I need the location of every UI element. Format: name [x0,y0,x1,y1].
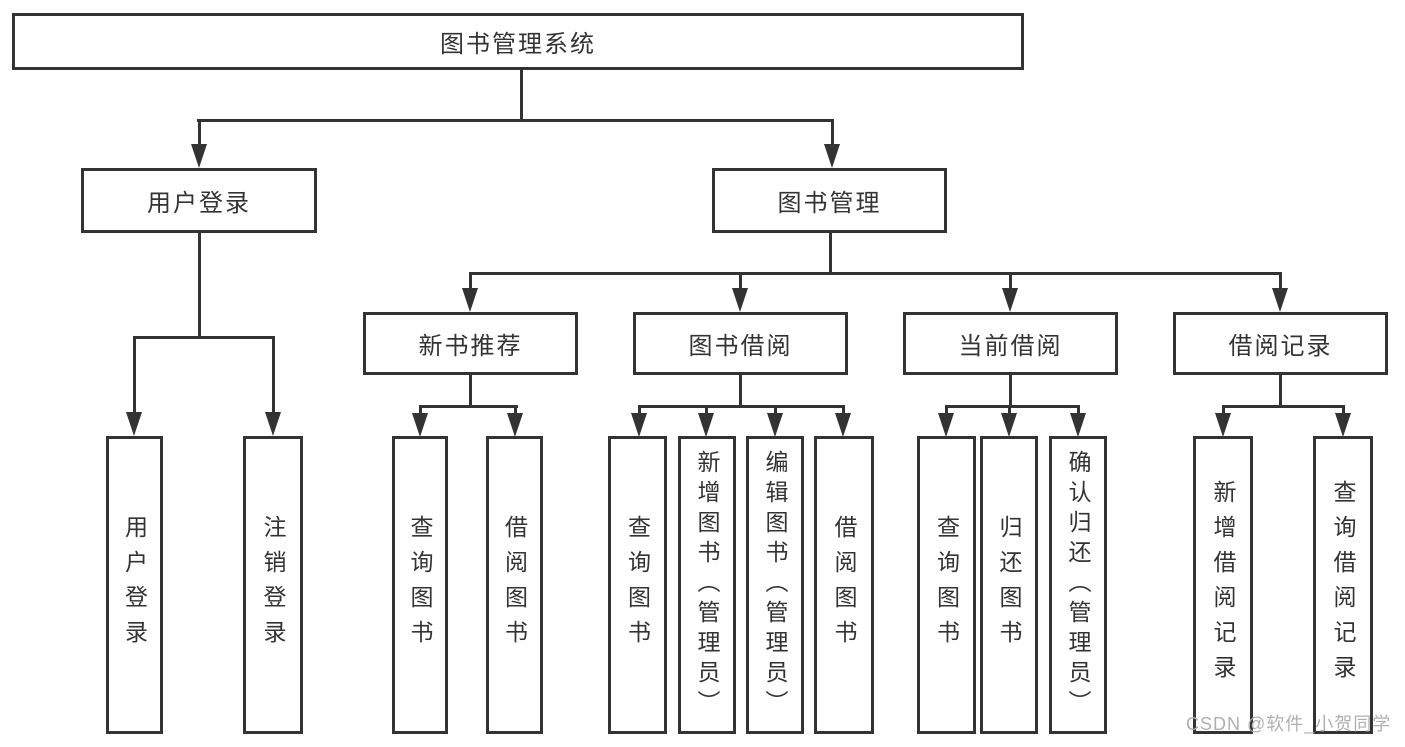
node-new-book-recommend: 新书推荐 [363,312,578,375]
connector-line [419,407,422,415]
arrow-down-icon [835,413,851,437]
leaf-borrow-borrow: 借阅图书 [814,436,874,734]
leaf-current-confirm-admin: 确认归还（管理员） [1049,436,1107,734]
arrow-down-icon [1335,413,1351,437]
leaf-record-query: 查询借阅记录 [1313,436,1373,734]
connector-line [831,121,834,147]
connector-line [1008,407,1011,415]
arrow-down-icon [1272,288,1288,312]
leaf-borrow-add-admin: 新增图书（管理员） [678,436,736,734]
connector-line [469,374,472,406]
connector-line [1342,407,1345,415]
leaf-newbook-query: 查询图书 [392,436,448,734]
leaf-borrow-query: 查询图书 [608,436,667,734]
connector-line [1222,405,1345,408]
leaf-current-query: 查询图书 [917,436,976,734]
node-user-login: 用户登录 [81,168,317,233]
node-book-management: 图书管理 [712,168,947,233]
connector-line [1279,374,1282,406]
arrow-down-icon [191,144,207,168]
arrow-down-icon [767,413,783,437]
connector-line [774,407,777,415]
arrow-down-icon [698,413,714,437]
node-book-borrow: 图书借阅 [633,312,848,375]
leaf-borrow-edit-admin: 编辑图书（管理员） [746,436,804,734]
connector-line [133,336,275,339]
connector-line [842,407,845,415]
connector-line [705,407,708,415]
leaf-logout: 注销登录 [243,436,303,734]
connector-line [945,405,1080,408]
arrow-down-icon [265,412,281,436]
connector-line [739,274,742,290]
connector-line [133,338,136,412]
arrow-down-icon [1070,413,1086,437]
connector-line [1279,274,1282,290]
arrow-down-icon [1215,413,1231,437]
connector-line [520,69,523,119]
connector-line [469,272,1282,275]
arrow-down-icon [824,144,840,168]
arrow-down-icon [631,413,647,437]
connector-line [469,274,472,290]
connector-line [419,405,518,408]
connector-line [1077,407,1080,415]
watermark: CSDN @软件_小贺同学 [1186,714,1392,734]
leaf-user-login: 用户登录 [106,436,163,734]
arrow-down-icon [732,288,748,312]
connector-line [638,407,641,415]
connector-line [514,407,517,415]
leaf-record-add: 新增借阅记录 [1193,436,1253,734]
connector-line [1009,374,1012,406]
connector-line [198,232,201,336]
connector-line [1222,407,1225,415]
node-current-borrow: 当前借阅 [903,312,1118,375]
node-root: 图书管理系统 [12,13,1024,70]
leaf-newbook-borrow: 借阅图书 [486,436,543,734]
connector-line [739,374,742,406]
connector-line [829,232,832,272]
connector-line [197,119,834,122]
arrow-down-icon [938,413,954,437]
connector-line [638,405,845,408]
arrow-down-icon [412,413,428,437]
leaf-current-return: 归还图书 [980,436,1038,734]
connector-line [945,407,948,415]
arrow-down-icon [507,413,523,437]
connector-line [272,338,275,412]
connector-line [1009,274,1012,290]
arrow-down-icon [462,288,478,312]
connector-line [198,121,201,147]
arrow-down-icon [1002,288,1018,312]
arrow-down-icon [1001,413,1017,437]
arrow-down-icon [126,412,142,436]
node-borrow-record: 借阅记录 [1173,312,1388,375]
